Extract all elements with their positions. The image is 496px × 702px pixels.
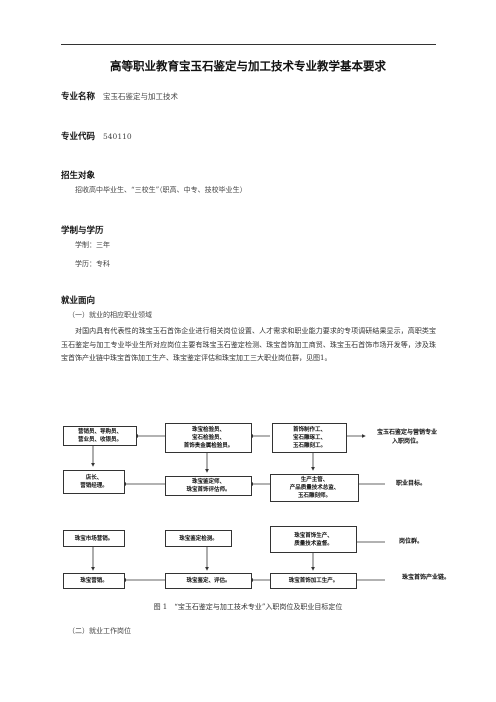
- box-market-sales: 珠宝市场营销。: [63, 530, 125, 547]
- box-text: 生产主管、: [300, 477, 329, 483]
- schooling-heading: 学制与学历: [61, 226, 104, 236]
- major-code-label: 专业代码: [61, 132, 96, 142]
- box-inspectors: 珠宝检验员、宝石检验员、首饰贵金属检验员。: [165, 423, 252, 453]
- employment-heading: 就业面向: [61, 296, 96, 306]
- figure-caption: 图 1 “宝玉石鉴定与加工技术专业”入职岗位及职业目标定位: [153, 603, 343, 611]
- box-text: 质量技术监督。: [294, 540, 333, 547]
- box-text: 营销经理。: [80, 483, 108, 489]
- box-text: 玉石雕刻工。: [292, 443, 326, 449]
- box-text: 宝石雕琢工、: [292, 435, 326, 441]
- employment-sub2: （二）就业工作岗位: [68, 627, 131, 635]
- enrollment-heading: 招生对象: [61, 171, 96, 181]
- box-text: 珠宝市场营销。: [74, 535, 114, 542]
- box-text: 营销员、导购员、: [77, 429, 122, 435]
- box-text: 珠宝鉴定检测。: [179, 535, 218, 542]
- box-text: 宝石检验员、: [191, 435, 225, 441]
- label-line: 入职岗位。: [391, 438, 422, 445]
- major-code-row: 专业代码 540110: [61, 130, 132, 142]
- box-text: 珠宝营销。: [80, 578, 108, 584]
- box-text: 珠宝首饰评估师。: [186, 487, 231, 493]
- box-processing: 珠宝首饰加工生产。: [270, 573, 357, 589]
- major-name-label: 专业名称: [61, 92, 96, 102]
- box-text: 珠宝首饰生产、: [294, 532, 333, 539]
- box-appraisers: 珠宝鉴定师、珠宝首饰评估师。: [165, 476, 252, 496]
- employment-paragraph: 对国内具有代表性的珠宝玉石首饰企业进行相关岗位设置、人才需求和职业能力要求的专项…: [61, 327, 436, 362]
- box-text: 珠宝首饰加工生产。: [288, 578, 339, 584]
- label-entry-positions: 宝玉石鉴定与营销专业入职岗位。: [367, 428, 447, 446]
- box-testing: 珠宝鉴定检测。: [165, 530, 232, 547]
- box-text: 珠宝检验员、: [191, 427, 225, 433]
- box-managers: 店长、营销经理。: [63, 470, 125, 494]
- major-name-value: 宝玉石鉴定与加工技术: [103, 92, 179, 101]
- box-craftsmen: 首饰制作工、宝石雕琢工、玉石雕刻工。: [272, 423, 347, 453]
- schooling-years: 学制：三年: [75, 241, 110, 249]
- major-code-value: 540110: [103, 132, 132, 141]
- box-text: 产品质量技术总监、: [289, 485, 340, 491]
- page-title: 高等职业教育宝玉石鉴定与加工技术专业教学基本要求: [110, 59, 386, 73]
- box-text: 店长、: [85, 475, 103, 481]
- box-text: 营业员、收银员。: [77, 437, 122, 443]
- label-industry-chain: 珠宝首饰产业链。: [401, 574, 450, 581]
- box-quality-supervision: 珠宝首饰生产、质量技术监督。: [270, 526, 357, 553]
- enrollment-text: 招收高中毕业生、“三校生”（职高、中专、技校毕业生）: [75, 186, 247, 194]
- box-text: 珠宝鉴定师、: [191, 479, 225, 485]
- box-text: 首饰贵金属检验员。: [183, 443, 234, 449]
- box-text: 玉石雕刻师。: [297, 493, 331, 499]
- box-sales-staff: 营销员、导购员、营业员、收银员。: [63, 426, 137, 446]
- label-line: 宝玉石鉴定与营销专业: [376, 429, 437, 436]
- box-retail: 珠宝营销。: [63, 573, 125, 589]
- header-rule: [61, 44, 436, 45]
- employment-sub1: （一）就业的相应职业领域: [68, 311, 152, 319]
- box-appraisal: 珠宝鉴定、评估。: [165, 573, 252, 589]
- major-name-row: 专业名称宝玉石鉴定与加工技术: [61, 90, 178, 102]
- box-text: 珠宝鉴定、评估。: [186, 578, 231, 584]
- box-text: 首饰制作工、: [292, 427, 326, 433]
- label-position-cluster: 岗位群。: [398, 538, 423, 545]
- label-career-goal: 职业目标。: [395, 480, 426, 487]
- box-production-leads: 生产主管、产品质量技术总监、玉石雕刻师。: [270, 474, 359, 502]
- schooling-degree: 学历：专科: [75, 260, 110, 268]
